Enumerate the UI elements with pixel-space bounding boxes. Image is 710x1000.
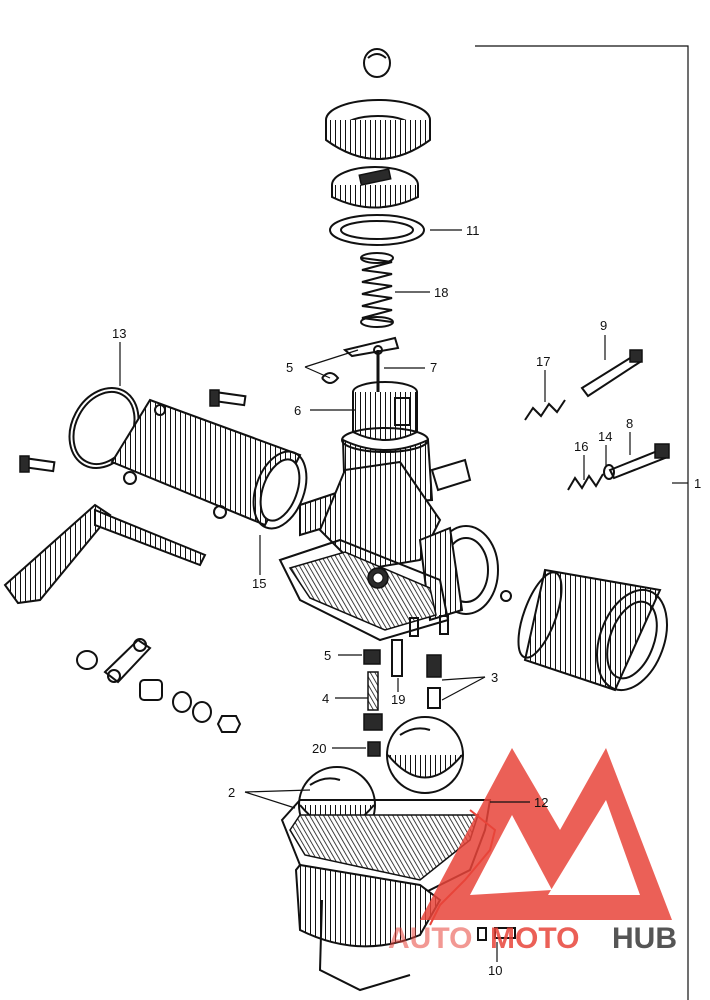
callout-11: 11 xyxy=(466,223,480,238)
needle-clip xyxy=(321,336,400,384)
carburetor-body xyxy=(278,427,499,642)
callout-13: 13 xyxy=(112,326,126,341)
throttle-stop-screw-8 xyxy=(608,443,670,480)
callout-6: 6 xyxy=(294,403,301,418)
intake-insulator xyxy=(110,398,308,530)
float-chamber xyxy=(280,799,492,992)
callout-3: 3 xyxy=(491,670,498,685)
leader-lines xyxy=(119,229,631,962)
drain-screw xyxy=(477,927,516,941)
assembly-bracket xyxy=(475,45,689,1000)
callout-1: 1 xyxy=(694,476,701,491)
callout-2: 2 xyxy=(228,785,235,800)
callout-20: 20 xyxy=(312,741,326,756)
automotohub-logo: AUTO MOTO HUB xyxy=(388,748,677,955)
cap-gasket xyxy=(329,214,425,246)
callout-17: 17 xyxy=(536,354,550,369)
air-screw-9 xyxy=(580,349,643,398)
callout-5-lower: 5 xyxy=(324,648,331,663)
slow-jet-19 xyxy=(391,639,403,677)
callout-10: 10 xyxy=(488,963,502,978)
callout-4: 4 xyxy=(322,691,329,706)
link-plate xyxy=(103,638,152,684)
callout-7: 7 xyxy=(430,360,437,375)
insulator-bolt-lower xyxy=(19,455,56,473)
callout-16: 16 xyxy=(574,439,588,454)
float-valve-3 xyxy=(426,654,442,709)
throttle-spring xyxy=(360,252,394,328)
washer-set xyxy=(76,650,242,733)
throttle-valve xyxy=(352,381,418,441)
callout-12: 12 xyxy=(534,795,548,810)
callout-14: 14 xyxy=(598,429,612,444)
callout-9: 9 xyxy=(600,318,607,333)
choke-lever xyxy=(3,503,207,605)
callout-19: 19 xyxy=(391,692,405,707)
callout-18: 18 xyxy=(434,285,448,300)
callout-numbers: 1 2 3 4 5 5 6 7 8 9 10 11 12 13 14 15 16… xyxy=(112,223,701,978)
logo-text-auto: AUTO xyxy=(388,922,472,955)
logo-text-moto: MOTO xyxy=(490,922,579,955)
top-nut xyxy=(325,99,431,160)
callout-8: 8 xyxy=(626,416,633,431)
logo-text-hub: HUB xyxy=(612,922,677,955)
spring-16 xyxy=(567,473,604,491)
float-right xyxy=(386,716,464,794)
insulator-bolt-upper xyxy=(209,389,247,407)
jet-holder-5 xyxy=(363,649,381,665)
callout-15: 15 xyxy=(252,576,266,591)
air-funnel xyxy=(500,568,668,692)
jet-needle xyxy=(373,345,383,398)
callout-5-upper: 5 xyxy=(286,360,293,375)
cap-plate xyxy=(331,166,419,209)
jet-20 xyxy=(367,741,381,757)
needle-jet-4 xyxy=(363,671,383,731)
o-ring-14 xyxy=(603,464,615,480)
idle-spring-17 xyxy=(524,399,566,421)
top-cap-ball xyxy=(363,48,391,78)
